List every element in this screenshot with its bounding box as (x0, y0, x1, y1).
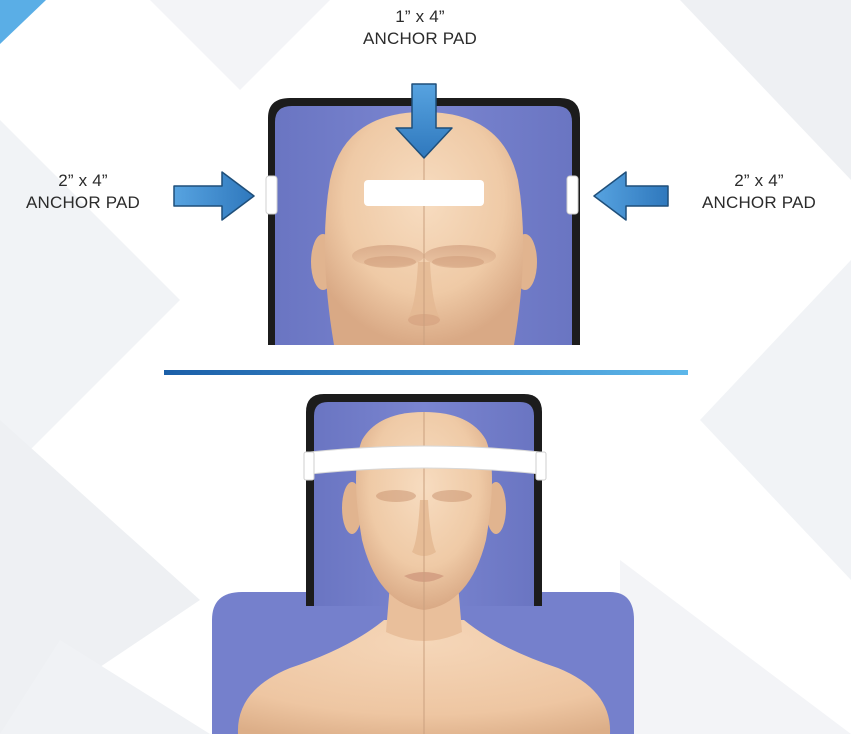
strap-left-anchor (304, 452, 314, 480)
right-anchor-pad (567, 176, 578, 214)
corner-accent (0, 0, 46, 44)
left-pad-name: ANCHOR PAD (0, 192, 166, 214)
left-anchor-pad-label: 2” x 4” ANCHOR PAD (0, 170, 166, 214)
right-anchor-pad-label: 2” x 4” ANCHOR PAD (676, 170, 842, 214)
arrow-right-icon (174, 172, 254, 220)
arrow-left-icon (594, 172, 668, 220)
forehead-anchor-pad (364, 180, 484, 206)
bottom-scene (212, 394, 634, 734)
top-anchor-pad-label: 1” x 4” ANCHOR PAD (320, 6, 520, 50)
top-pad-name: ANCHOR PAD (320, 28, 520, 50)
left-anchor-pad (266, 176, 277, 214)
left-pad-size: 2” x 4” (0, 170, 166, 192)
strap-right-anchor (536, 452, 546, 480)
top-pad-size: 1” x 4” (320, 6, 520, 28)
section-divider (164, 370, 688, 375)
top-scene (174, 84, 668, 345)
right-pad-size: 2” x 4” (676, 170, 842, 192)
right-pad-name: ANCHOR PAD (676, 192, 842, 214)
